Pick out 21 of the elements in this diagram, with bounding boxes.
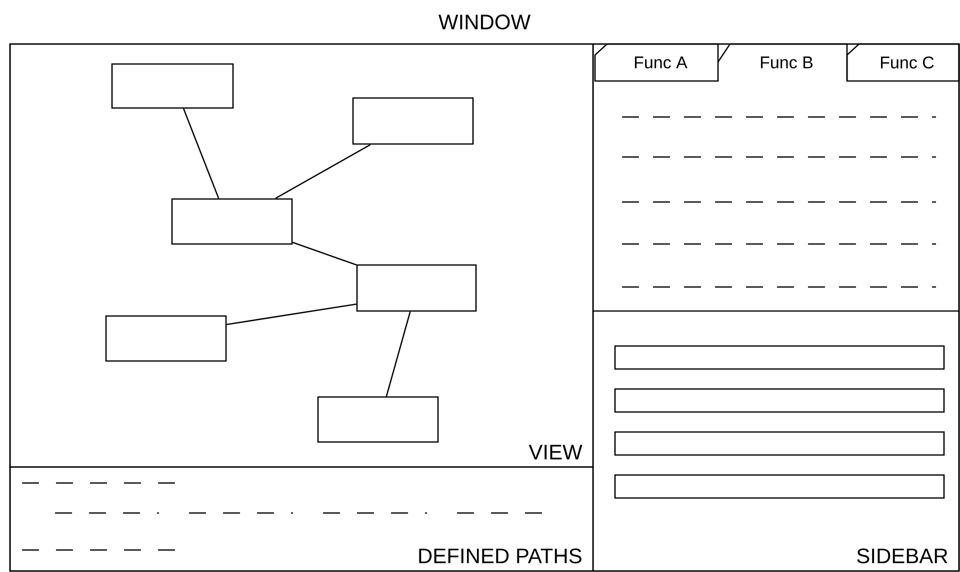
- list-item-bar: [614, 431, 945, 456]
- list-item-bar: [614, 388, 945, 413]
- tab: Func C: [846, 43, 960, 82]
- node-label: WINDOW: [438, 14, 531, 30]
- graph-box: [111, 63, 234, 109]
- list-item-bar: [614, 474, 945, 499]
- tab: Func A: [594, 43, 719, 82]
- connector-line: [182, 108, 220, 199]
- tab: Func B: [717, 43, 848, 81]
- paths-panel: DEFINED PATHS: [9, 466, 594, 572]
- connector-line: [275, 144, 371, 199]
- graph-box: [317, 396, 439, 443]
- graph-box: [356, 264, 477, 312]
- graph-box: [352, 97, 474, 145]
- graph-box: [105, 315, 227, 362]
- connector-line: [226, 303, 356, 326]
- view-panel: VIEW: [9, 43, 594, 468]
- list-item-bar: [614, 345, 945, 370]
- connector-line: [386, 311, 411, 397]
- graph-box: [171, 198, 293, 245]
- connector-line: [292, 242, 357, 266]
